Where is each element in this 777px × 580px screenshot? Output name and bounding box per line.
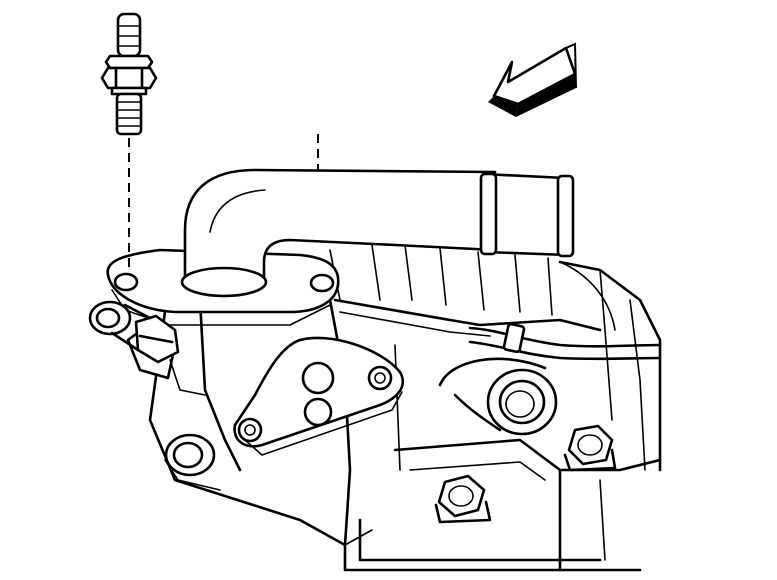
front-arrow <box>488 42 577 117</box>
lower-boss <box>164 433 221 491</box>
hex-bolt-right <box>563 424 617 472</box>
coolant-port <box>438 357 558 436</box>
vacuum-line <box>468 322 662 361</box>
stud-bolt <box>100 12 158 136</box>
coolant-outlet-pipe <box>180 168 497 298</box>
hose-connector <box>479 172 575 258</box>
temperature-sensor <box>88 300 206 396</box>
cylinder-head-housing <box>148 244 662 572</box>
hex-bolt-lower <box>434 474 492 524</box>
egr-cover-plate <box>233 336 405 456</box>
